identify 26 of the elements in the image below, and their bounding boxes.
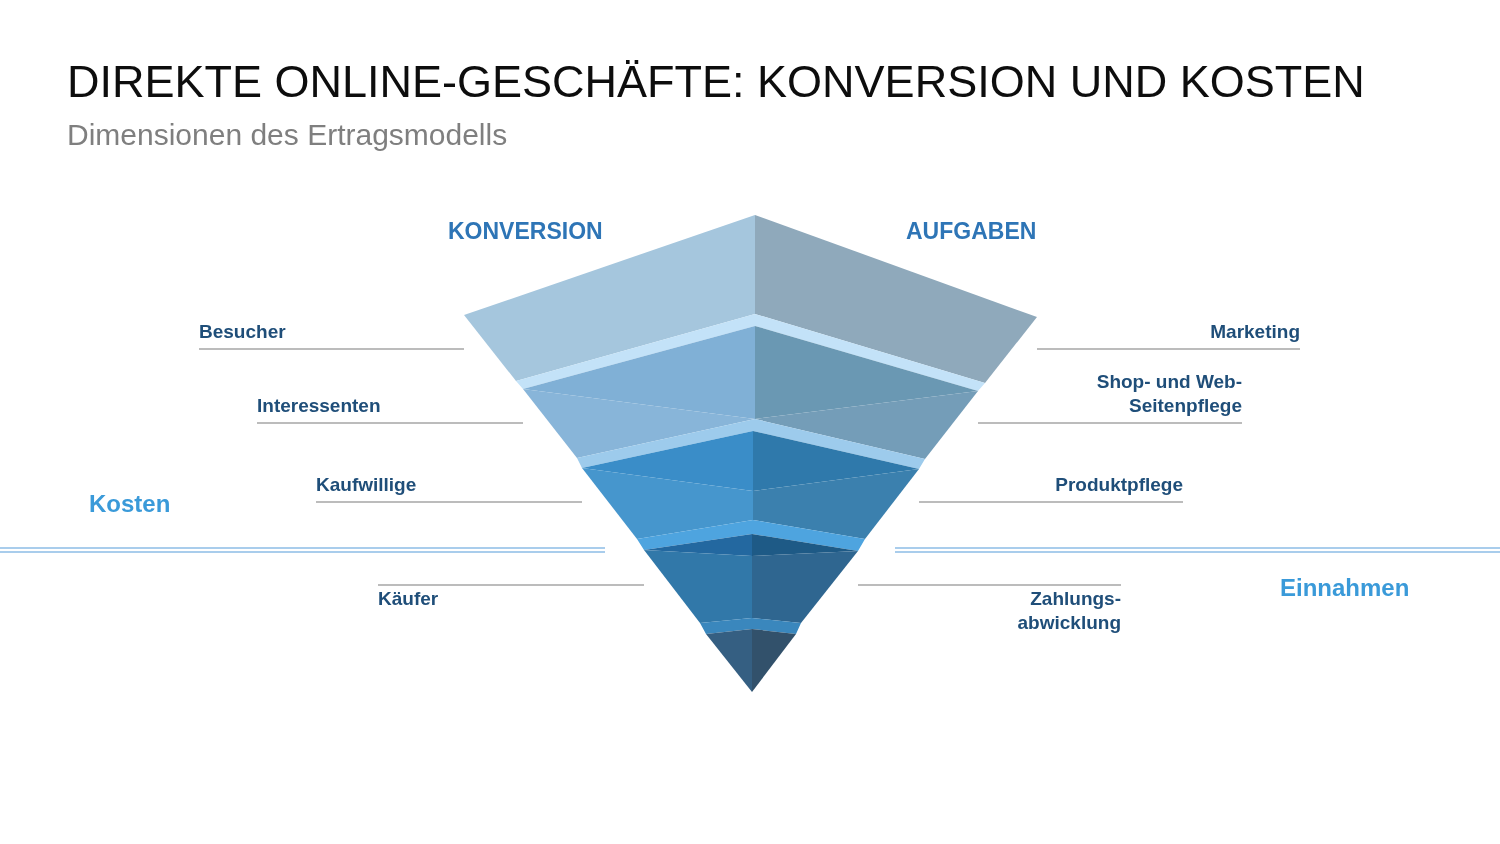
funnel-layer [523, 326, 978, 469]
funnel-label: Produktpflege [1055, 473, 1183, 502]
section-label: Einnahmen [1280, 574, 1410, 602]
funnel-label: Shop- und Web- Seitenpflege [1092, 370, 1242, 423]
leader-line [377, 584, 645, 586]
leader-line [315, 501, 583, 503]
column-heading: AUFGABEN [906, 218, 1037, 245]
leader-line [857, 584, 1122, 586]
funnel-label: Besucher [199, 320, 286, 349]
funnel-label: Kaufwillige [316, 473, 417, 502]
column-heading: KONVERSION [448, 218, 603, 245]
slide-title: DIREKTE ONLINE-GESCHÄFTE: KONVERSION UND KOSTEN [67, 56, 1365, 108]
leader-line [1036, 348, 1301, 350]
leader-line [918, 501, 1184, 503]
funnel-label: Marketing [1210, 320, 1300, 349]
funnel-layer [582, 431, 919, 551]
subtitle: Dimensionen des Ertragsmodells [67, 118, 508, 153]
leader-line [256, 422, 524, 424]
leader-line [977, 422, 1243, 424]
funnel-label: Käufer [378, 585, 439, 611]
funnel-label: Zahlungs- abwicklung [1011, 585, 1121, 635]
funnel-layer [644, 534, 858, 634]
leader-line [198, 348, 465, 350]
funnel-label: Interessenten [257, 394, 381, 423]
section-label: Kosten [89, 490, 171, 518]
funnel-tip [706, 629, 796, 692]
